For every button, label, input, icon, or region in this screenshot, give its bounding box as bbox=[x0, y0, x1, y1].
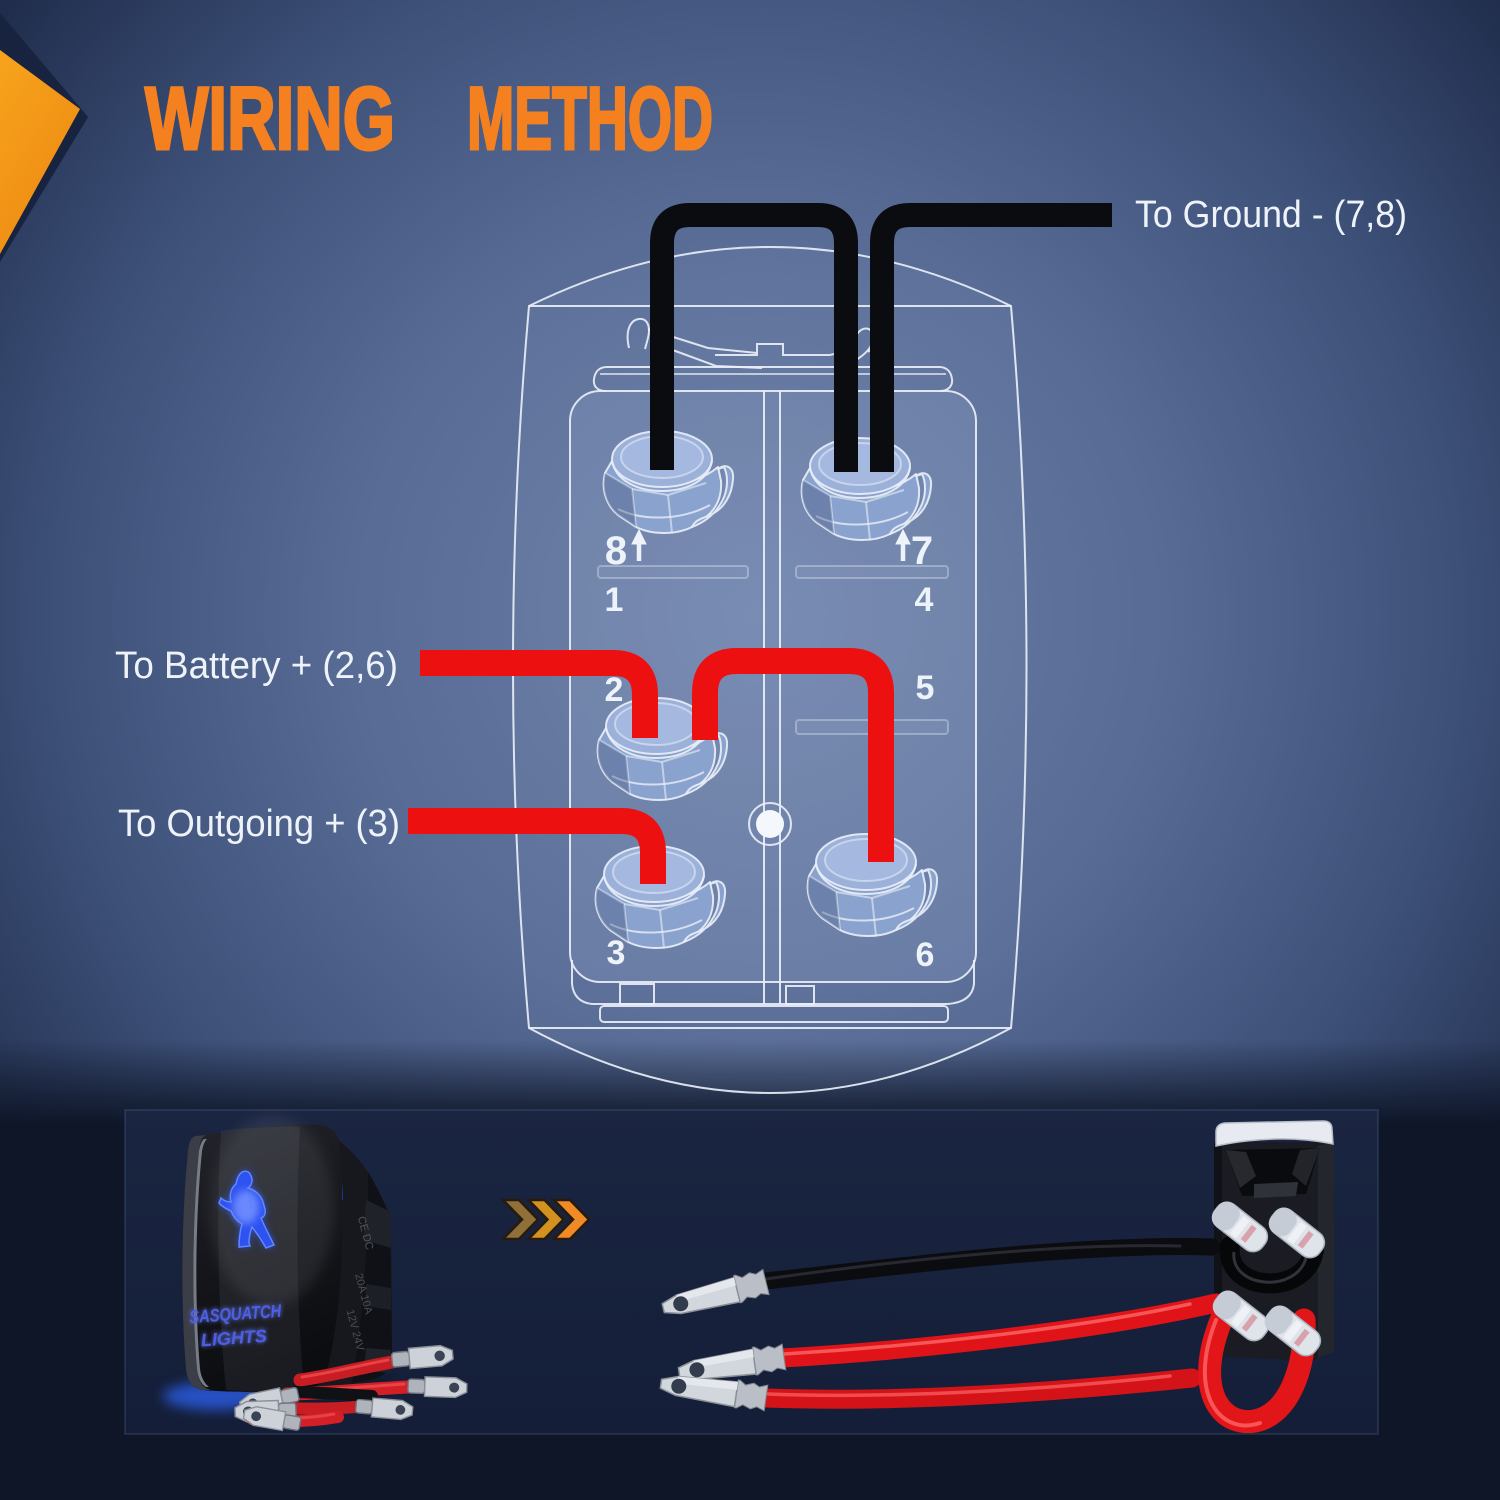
svg-text:LIGHTS: LIGHTS bbox=[200, 1326, 267, 1351]
svg-text:4: 4 bbox=[915, 581, 934, 619]
svg-text:3: 3 bbox=[607, 934, 626, 972]
svg-text:To Ground - (7,8): To Ground - (7,8) bbox=[1135, 194, 1407, 236]
svg-text:To Battery + (2,6): To Battery + (2,6) bbox=[115, 645, 398, 687]
svg-text:To Outgoing + (3): To Outgoing + (3) bbox=[118, 803, 400, 845]
svg-text:8: 8 bbox=[605, 529, 627, 573]
svg-text:1: 1 bbox=[605, 581, 624, 619]
svg-text:WIRING: WIRING bbox=[145, 68, 395, 168]
svg-text:5: 5 bbox=[916, 669, 935, 707]
svg-text:6: 6 bbox=[916, 936, 935, 974]
svg-text:LIGHTS: LIGHTS bbox=[200, 1326, 267, 1351]
svg-text:2: 2 bbox=[605, 671, 624, 709]
svg-text:METHOD: METHOD bbox=[467, 68, 713, 168]
svg-text:7: 7 bbox=[911, 529, 933, 573]
